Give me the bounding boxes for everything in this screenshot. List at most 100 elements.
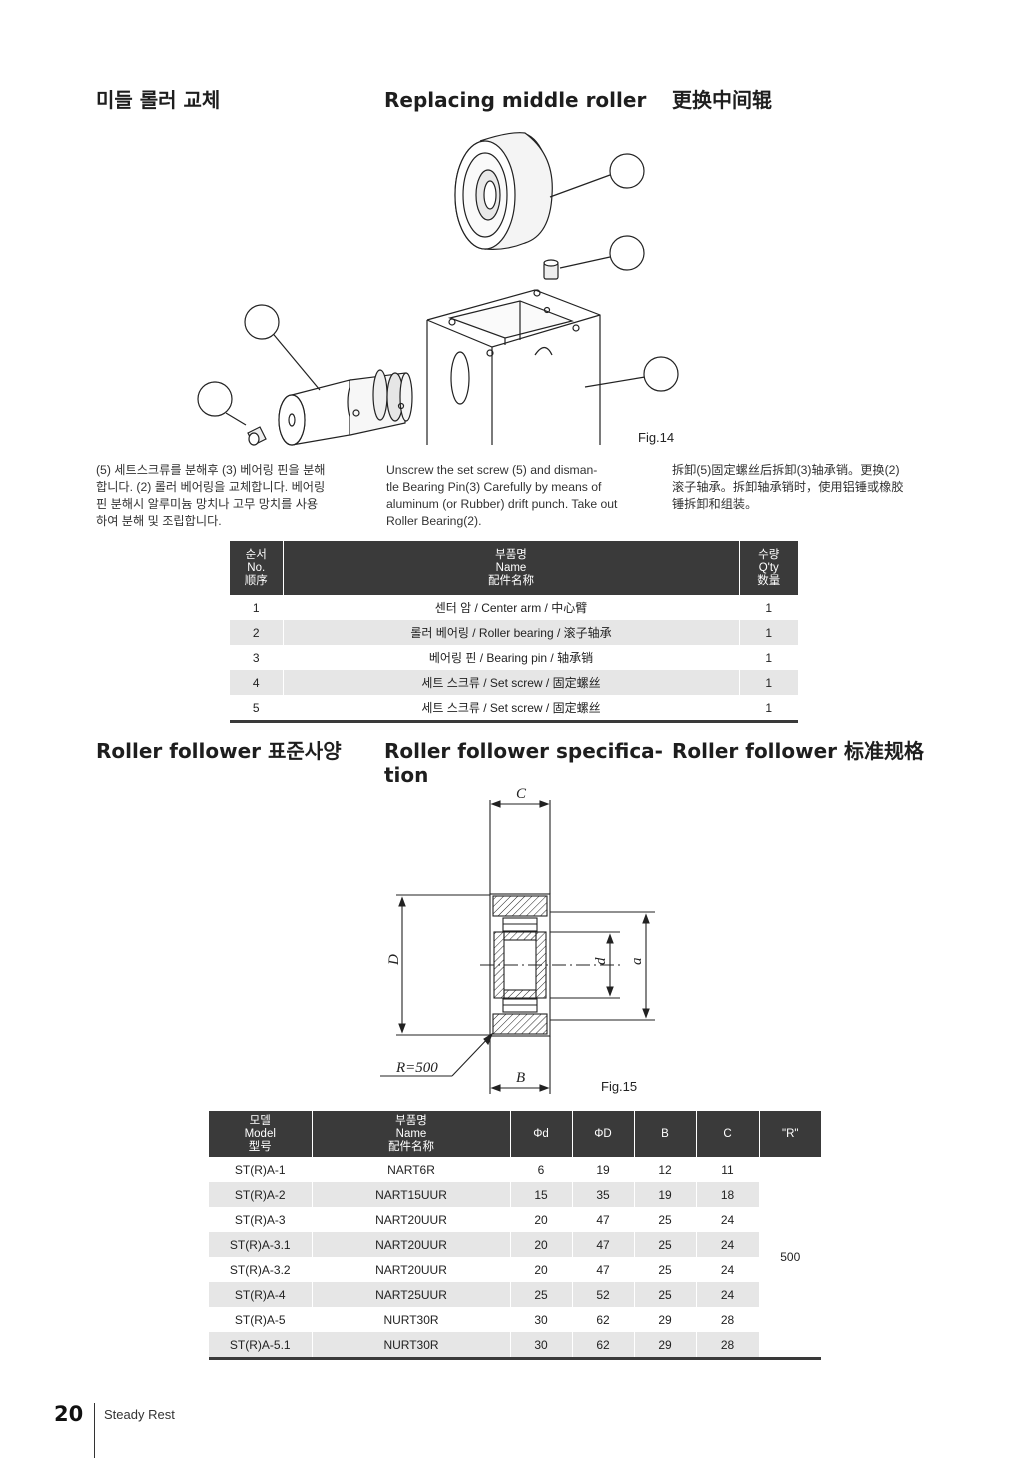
description-zh-line: 拆卸(5)固定螺丝后拆卸(3)轴承销。更换(2)	[672, 463, 900, 477]
cell-phi-d: 20	[509, 1207, 572, 1232]
header-no: 순서 No. 顺序	[230, 541, 283, 595]
section2-title-ko: Roller follower 표준사양	[96, 739, 342, 763]
cell-name: NART6R	[311, 1157, 510, 1182]
table-row: ST(R)A-1 NART6R 6 19 12 11 500	[209, 1157, 821, 1360]
dim-label-a: a	[629, 958, 645, 966]
cell-name: NURT30R	[311, 1307, 510, 1332]
table-row: 3 베어링 핀 / Bearing pin / 轴承销 1	[230, 645, 798, 670]
cell-B: 25	[633, 1232, 696, 1257]
table-row: ST(R)A-3.1 NART20UUR 20 47 25 24	[209, 1232, 821, 1257]
header-model: 모델 Model 型号	[209, 1111, 312, 1157]
parts-table: 순서 No. 顺序 부품명 Name 配件名称 수량 Q'ty 数量 1 센터 …	[230, 541, 798, 723]
cell-model: ST(R)A-4	[209, 1282, 312, 1307]
dim-label-R: R=500	[395, 1060, 438, 1076]
description-en-line: Roller Bearing(2).	[386, 514, 482, 528]
cell-B: 12	[633, 1157, 696, 1182]
description-ko: (5) 세트스크류를 분해후 (3) 베어링 핀을 분해 합니다. (2) 롤러…	[96, 462, 366, 530]
cell-C: 24	[695, 1207, 759, 1232]
spec-table-header: 모델 Model 型号 부품명 Name 配件名称 Φd ΦD B C "R"	[209, 1111, 821, 1157]
cell-B: 29	[633, 1307, 696, 1332]
cell-name: 롤러 베어링 / Roller bearing / 滚子轴承	[282, 620, 739, 645]
cell-phi-d: 20	[509, 1257, 572, 1282]
header-qty: 수량 Q'ty 数量	[738, 541, 798, 595]
cell-model: ST(R)A-3.1	[209, 1232, 312, 1257]
cell-phi-D: 52	[571, 1282, 634, 1307]
fig14-exploded-drawing	[197, 132, 679, 446]
cell-R: 500	[758, 1157, 821, 1360]
table-row: ST(R)A-5 NURT30R 30 62 29 28	[209, 1307, 821, 1332]
cell-name: 센터 암 / Center arm / 中心臂	[282, 595, 739, 620]
table-row: ST(R)A-3.2 NART20UUR 20 47 25 24	[209, 1257, 821, 1282]
header-R: "R"	[758, 1111, 821, 1157]
cell-phi-D: 35	[571, 1182, 634, 1207]
cell-qty: 1	[738, 645, 798, 670]
table-row: ST(R)A-5.1 NURT30R 30 62 29 28	[209, 1332, 821, 1360]
description-zh-line: 锤拆卸和组装。	[672, 497, 758, 511]
cell-no: 2	[230, 620, 283, 645]
cell-phi-D: 19	[571, 1157, 634, 1182]
fig14-label: Fig.14	[638, 430, 675, 445]
fig15-roller-follower-drawing: C D d a B R=500	[380, 786, 655, 1094]
cell-model: ST(R)A-1	[234, 1162, 286, 1177]
description-zh: 拆卸(5)固定螺丝后拆卸(3)轴承销。更换(2) 滚子轴承。拆卸轴承销时，使用铝…	[672, 462, 962, 513]
dim-label-d: d	[593, 957, 609, 965]
cell-qty: 1	[738, 695, 798, 723]
table-row: 2 롤러 베어링 / Roller bearing / 滚子轴承 1	[230, 620, 798, 645]
cell-name: NART25UUR	[311, 1282, 510, 1307]
table-row: 1 센터 암 / Center arm / 中心臂 1	[230, 595, 798, 620]
cell-name: NART20UUR	[311, 1232, 510, 1257]
cell-phi-d: 15	[509, 1182, 572, 1207]
section1-title-ko: 미들 롤러 교체	[96, 88, 221, 112]
cell-C: 24	[695, 1257, 759, 1282]
description-ko-line: (5) 세트스크류를 분해후 (3) 베어링 핀을 분해	[96, 463, 326, 477]
cell-phi-d: 20	[509, 1232, 572, 1257]
cell-qty: 1	[738, 595, 798, 620]
cell-name: 세트 스크류 / Set screw / 固定螺丝	[282, 670, 739, 695]
description-en-line: tle Bearing Pin(3) Carefully by means of	[386, 480, 602, 494]
cell-name: NART15UUR	[311, 1182, 510, 1207]
cell-model: ST(R)A-3	[234, 1212, 286, 1227]
description-en-line: aluminum (or Rubber) drift punch. Take o…	[386, 497, 618, 511]
footer-section-name: Steady Rest	[104, 1407, 175, 1422]
cell-no: 4	[230, 670, 283, 695]
section1-title-zh: 更换中间辊	[672, 88, 772, 112]
cell-name: NART20UUR	[311, 1207, 510, 1232]
cell-name: 베어링 핀 / Bearing pin / 轴承销	[282, 645, 739, 670]
dim-label-B: B	[516, 1070, 525, 1086]
table-row: ST(R)A-3 NART20UUR 20 47 25 24	[209, 1207, 821, 1232]
section2-title-en-line: Roller follower specifica-	[384, 739, 663, 763]
cell-B: 25	[633, 1207, 696, 1232]
description-ko-line: 핀 분해시 알루미늄 망치나 고무 망치를 사용	[96, 497, 319, 511]
section2-title-en: Roller follower specifica- tion	[384, 739, 663, 787]
section2-title-en-line: tion	[384, 763, 429, 787]
cell-qty: 1	[738, 670, 798, 695]
cell-model: ST(R)A-5	[234, 1312, 286, 1327]
cell-B: 25	[633, 1282, 696, 1307]
description-zh-line: 滚子轴承。拆卸轴承销时，使用铝锤或橡胶	[672, 480, 904, 494]
fig15-label: Fig.15	[601, 1079, 638, 1094]
dim-label-C: C	[516, 786, 527, 802]
table-row: 4 세트 스크류 / Set screw / 固定螺丝 1	[230, 670, 798, 695]
cell-phi-D: 47	[571, 1257, 634, 1282]
cell-C: 24	[695, 1282, 759, 1307]
cell-phi-D: 47	[571, 1232, 634, 1257]
cell-no: 5	[230, 695, 283, 723]
header-B: B	[633, 1111, 696, 1157]
cell-B: 29	[633, 1332, 696, 1360]
cell-B: 25	[633, 1257, 696, 1282]
description-ko-line: 하여 분해 및 조립합니다.	[96, 514, 222, 528]
description-ko-line: 합니다. (2) 롤러 베어링을 교체합니다. 베어링	[96, 480, 326, 494]
cell-name: NURT30R	[311, 1332, 510, 1360]
header-name: 부품명 Name 配件名称	[311, 1111, 510, 1157]
footer-divider	[94, 1403, 95, 1458]
parts-table-header: 순서 No. 顺序 부품명 Name 配件名称 수량 Q'ty 数量	[230, 541, 798, 595]
cell-model: ST(R)A-5.1	[209, 1332, 312, 1360]
header-name: 부품명 Name 配件名称	[282, 541, 739, 595]
section1-title-en: Replacing middle roller	[384, 88, 647, 112]
cell-qty: 1	[738, 620, 798, 645]
cell-C: 28	[695, 1332, 759, 1360]
spec-table: 모델 Model 型号 부품명 Name 配件名称 Φd ΦD B C "R" …	[209, 1111, 821, 1360]
cell-model: ST(R)A-3.2	[229, 1262, 291, 1277]
header-C: C	[695, 1111, 759, 1157]
page-number: 20	[54, 1402, 84, 1426]
